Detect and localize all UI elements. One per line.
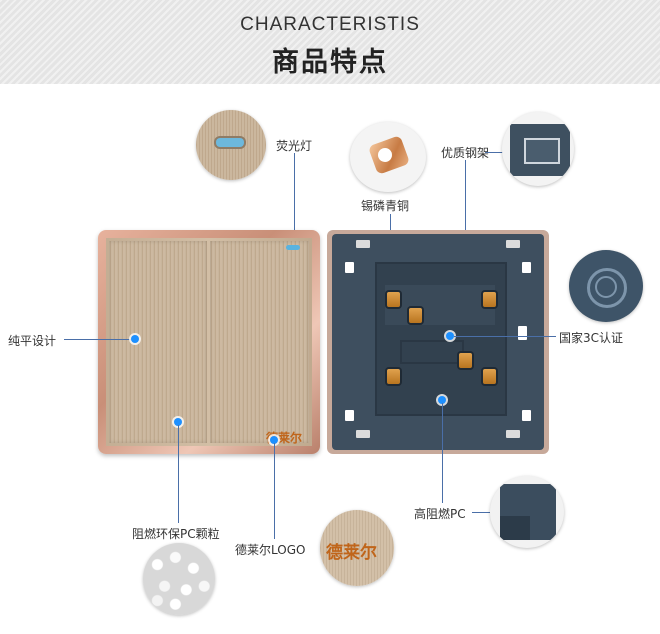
ccc-certification-mark bbox=[569, 250, 643, 322]
mount-clip bbox=[356, 430, 370, 438]
copper-terminal bbox=[459, 353, 472, 368]
leader-pc bbox=[442, 403, 443, 503]
pc-particles-closeup bbox=[143, 543, 215, 615]
logo-closeup: 德莱尔 bbox=[320, 510, 394, 586]
housing-upper-cavity bbox=[385, 285, 495, 325]
dot-pc bbox=[438, 396, 446, 404]
leader-logo bbox=[274, 443, 275, 539]
leader-flat bbox=[64, 339, 134, 340]
leader-particles bbox=[178, 425, 179, 523]
mount-clip bbox=[506, 240, 520, 248]
label-particles: 阻燃环保PC颗粒 bbox=[132, 527, 220, 541]
label-logo: 德莱尔LOGO bbox=[235, 543, 306, 557]
copper-terminal bbox=[483, 292, 496, 307]
banner-title-en: CHARACTERISTIS bbox=[240, 14, 420, 35]
leader-steel bbox=[465, 160, 466, 254]
leader-steel-horizontal bbox=[485, 152, 503, 153]
mounting-hole bbox=[522, 262, 531, 273]
banner-title-cn: 商品特点 bbox=[272, 47, 388, 78]
mount-clip bbox=[506, 430, 520, 438]
copper-terminal bbox=[387, 292, 400, 307]
label-steel: 优质钢架 bbox=[441, 146, 490, 160]
indicator-light bbox=[286, 245, 300, 250]
copper-terminal bbox=[409, 308, 422, 323]
copper-terminal bbox=[387, 369, 400, 384]
dot-particles bbox=[174, 418, 182, 426]
label-flat: 纯平设计 bbox=[8, 334, 57, 348]
pc-material-closeup bbox=[490, 476, 564, 548]
dot-logo bbox=[270, 436, 278, 444]
mount-clip bbox=[356, 240, 370, 248]
bronze-contact-closeup bbox=[350, 122, 426, 192]
fluorescent-light-closeup bbox=[196, 110, 266, 180]
header-banner: CHARACTERISTIS 商品特点 bbox=[0, 0, 660, 84]
dot-flat bbox=[131, 335, 139, 343]
copper-terminal bbox=[483, 369, 496, 384]
label-pc: 高阻燃PC bbox=[414, 507, 466, 521]
label-bronze: 锡磷青铜 bbox=[361, 199, 410, 213]
banner-texture bbox=[0, 0, 660, 84]
steel-frame-closeup bbox=[502, 112, 574, 186]
leader-cert bbox=[454, 336, 556, 337]
mounting-hole bbox=[345, 410, 354, 421]
logo-closeup-text: 德莱尔 bbox=[326, 543, 377, 563]
right-rocker-button bbox=[210, 241, 309, 443]
mounting-hole bbox=[518, 326, 527, 340]
dot-cert bbox=[446, 332, 454, 340]
leader-fluorescent bbox=[294, 153, 295, 248]
label-fluorescent: 荧光灯 bbox=[276, 139, 313, 153]
leader-pc-horizontal bbox=[472, 512, 490, 513]
left-rocker-button bbox=[109, 241, 207, 443]
label-cert: 国家3C认证 bbox=[559, 331, 624, 345]
mounting-hole bbox=[522, 410, 531, 421]
housing-middle-bracket bbox=[400, 340, 464, 364]
mounting-hole bbox=[345, 262, 354, 273]
